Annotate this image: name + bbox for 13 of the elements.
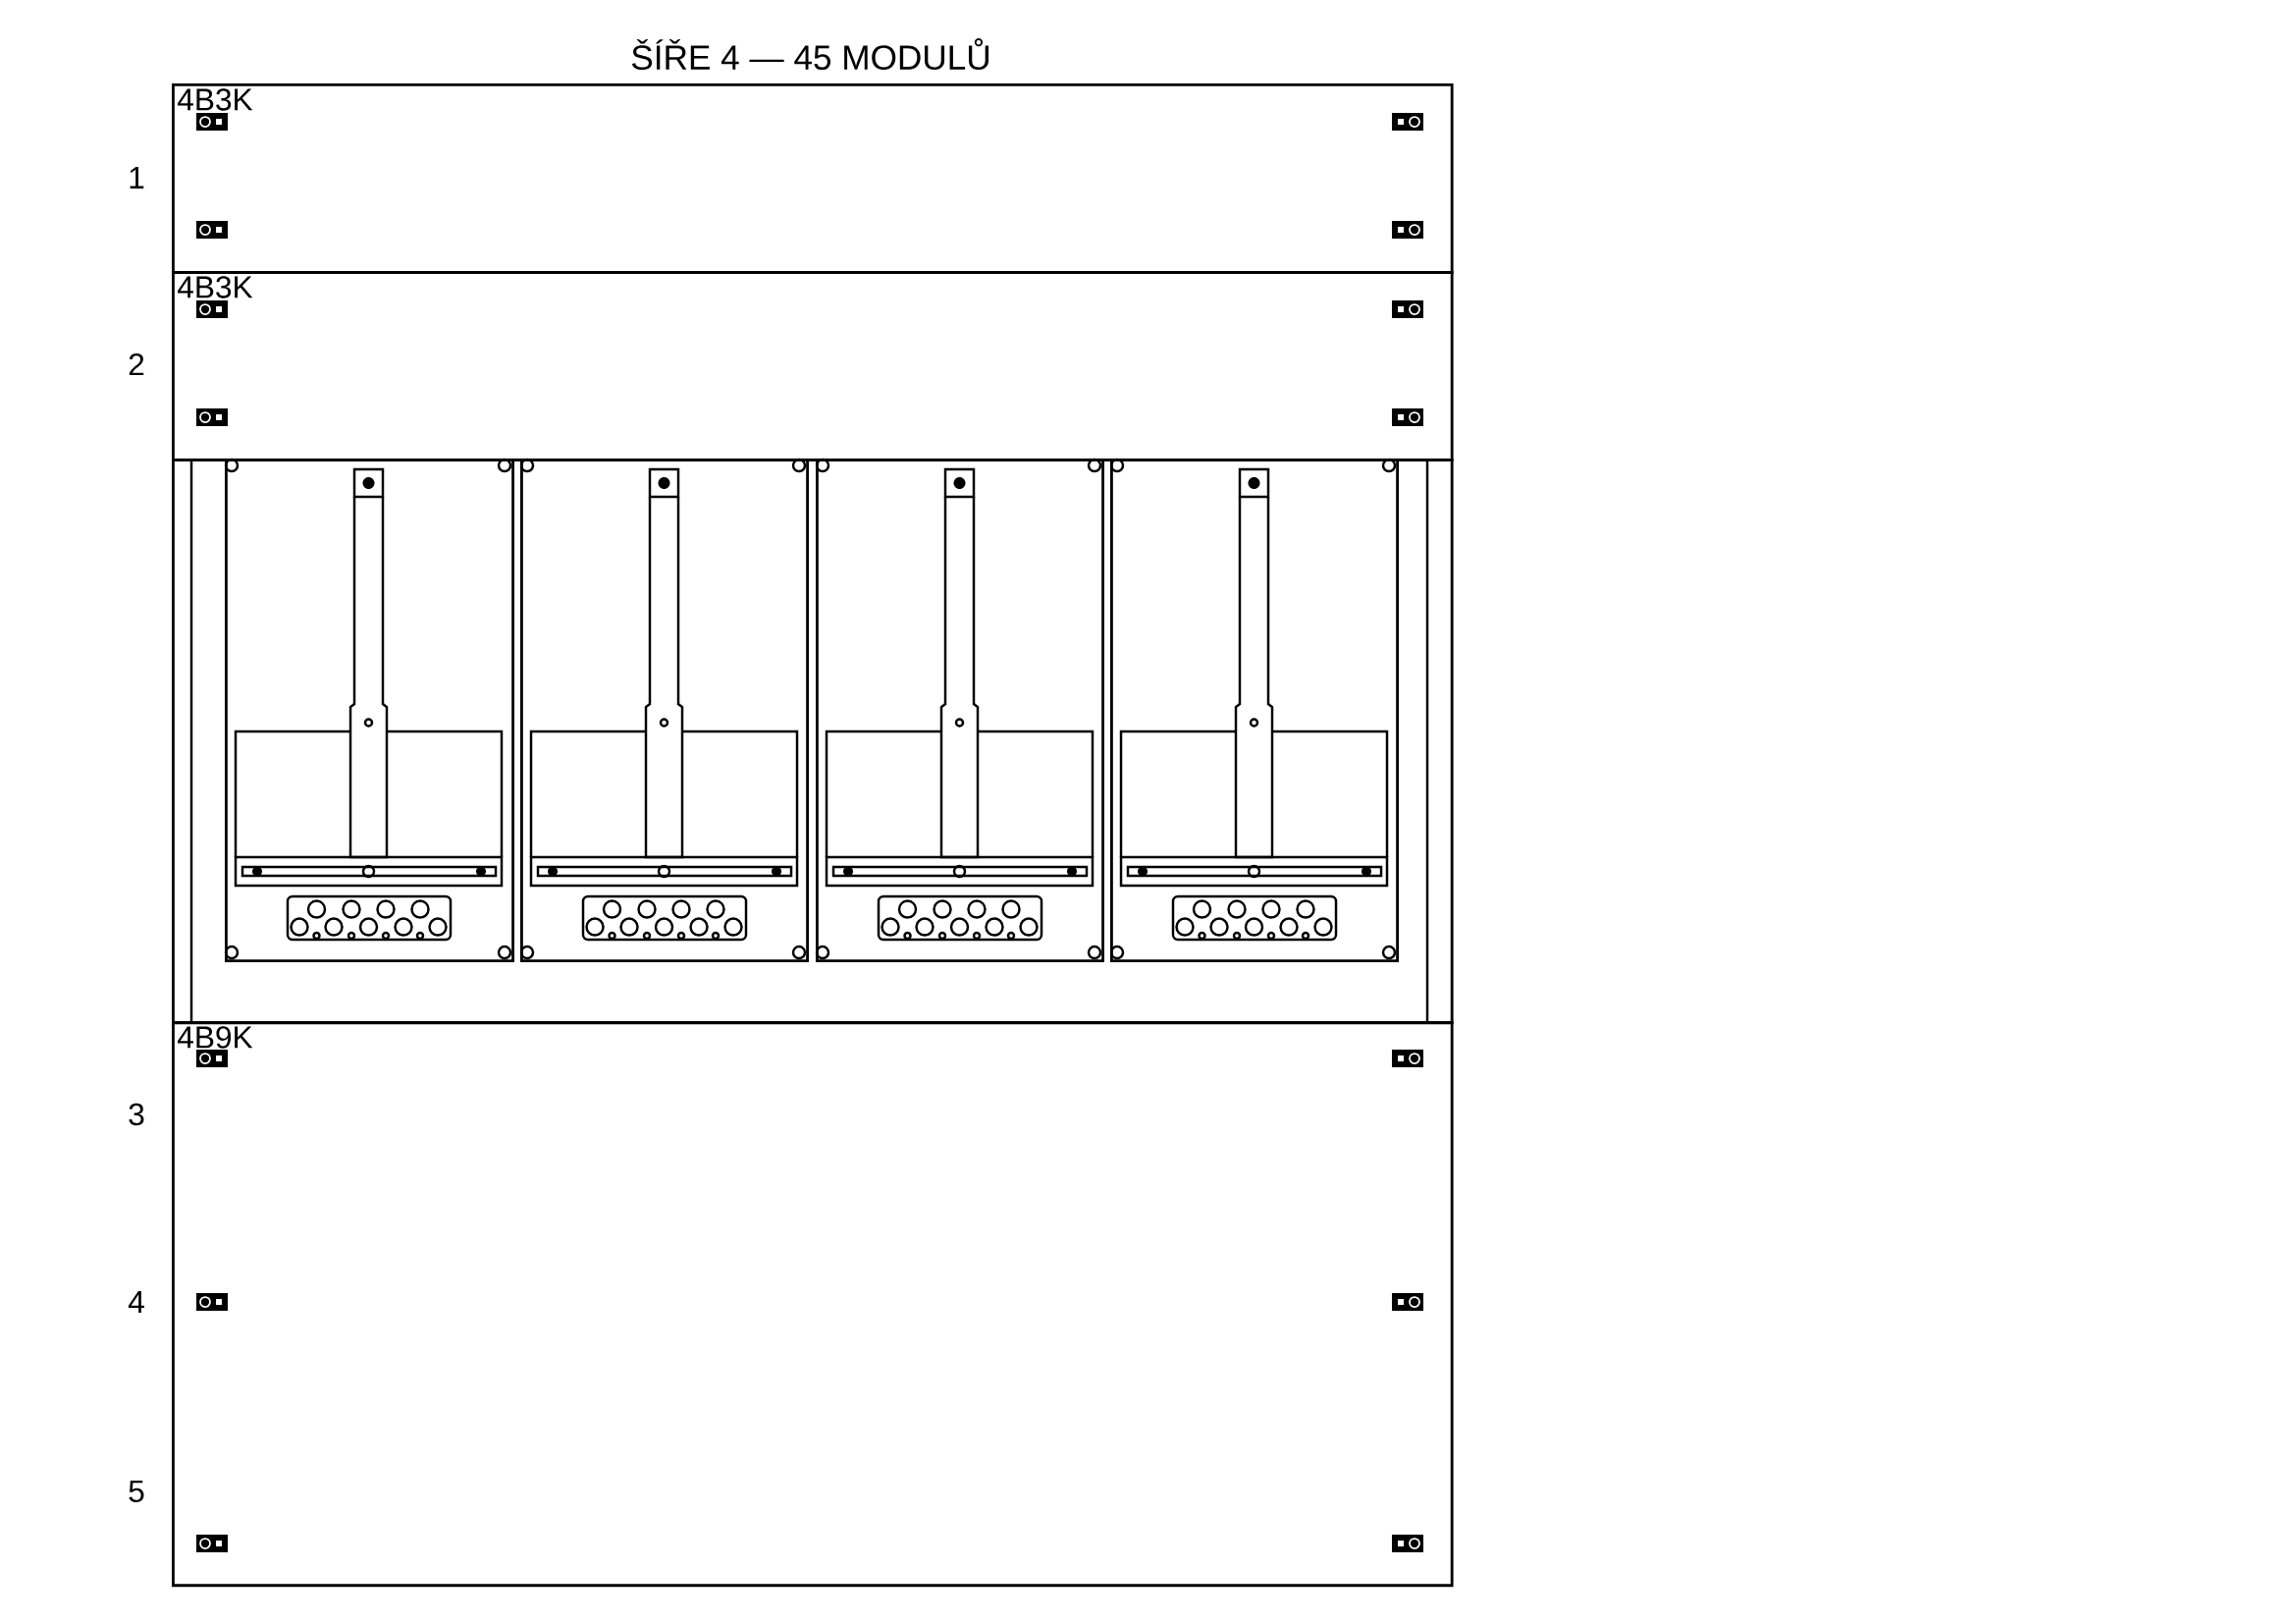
panel: 4B9K [172, 1021, 1454, 1588]
row-number: 1 [130, 167, 144, 189]
meter-board-drawing [815, 458, 1104, 963]
meter-board-drawing [519, 458, 809, 963]
row-number: 2 [129, 352, 144, 376]
meter-board-drawing [224, 458, 514, 963]
panel: 4B3K [172, 83, 1454, 274]
row-number: 3 [129, 1103, 144, 1126]
title: ŠÍŘE 4 — 45 MODULŮ [631, 37, 988, 71]
meter-board-drawing [1109, 458, 1399, 963]
panel: 4B3K [172, 271, 1454, 461]
row-number: 5 [129, 1480, 144, 1503]
row-number: 4 [128, 1291, 144, 1313]
